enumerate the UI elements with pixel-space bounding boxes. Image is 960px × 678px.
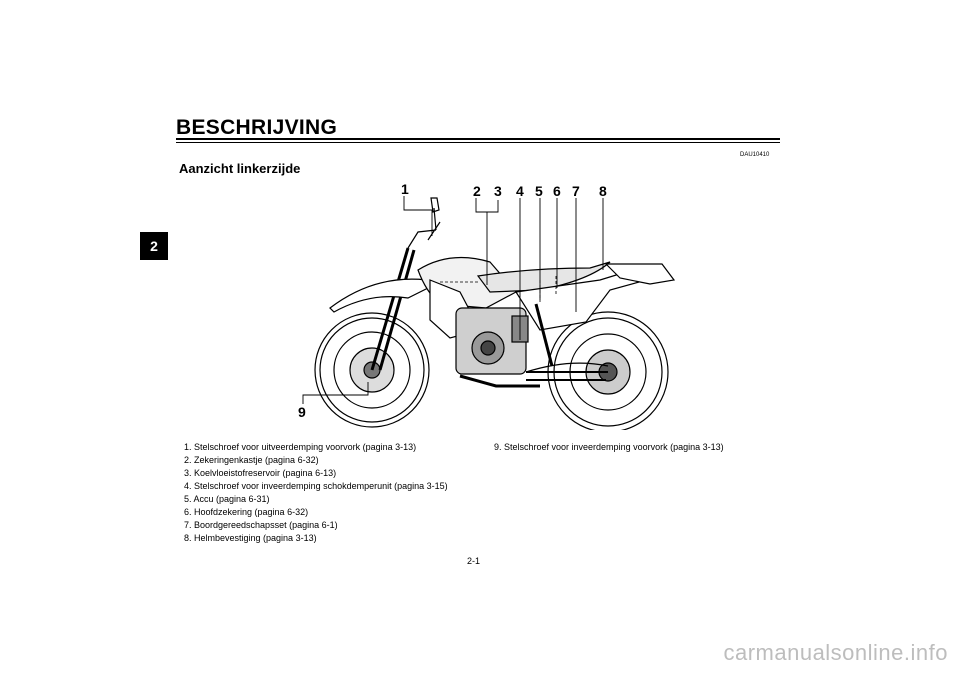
callout-2: 2 [473,183,481,199]
handlebar [407,221,441,249]
legend-left: 1. Stelschroef voor uitveerdemping voorv… [184,441,448,545]
legend-item: 1. Stelschroef voor uitveerdemping voorv… [184,442,417,452]
legend-item: 4. Stelschroef voor inveerdemping schokd… [184,481,448,491]
legend-item: 7. Boordgereedschapsset (pagina 6-1) [184,520,338,530]
title-rule-thin [176,142,780,143]
watermark: carmanualsonline.info [723,640,948,665]
section-code: DAU10410 [740,152,770,158]
rear-fender [604,263,676,285]
legend-item: 8. Helmbevestiging (pagina 3-13) [184,533,317,543]
legend-item: 6. Hoofdzekering (pagina 6-32) [184,507,309,517]
legend-item: 2. Zekeringenkastje (pagina 6-32) [184,455,319,465]
callout-8: 8 [599,183,607,199]
chapter-tab: 2 [140,232,168,260]
rear-shock [534,303,554,367]
swing-arm [526,371,608,381]
callout-5: 5 [535,183,543,199]
legend-item: 9. Stelschroef voor inveerdemping voorvo… [494,442,724,452]
legend-item: 3. Koelvloeistofreservoir (pagina 6-13) [184,468,337,478]
page-number: 2-1 [467,556,481,566]
legend-right: 9. Stelschroef voor inveerdemping voorvo… [494,441,724,454]
legend-item: 5. Accu (pagina 6-31) [184,494,270,504]
page-title: BESCHRIJVING [176,116,338,139]
callout-4: 4 [516,183,524,199]
motorcycle-illustration [314,197,676,430]
callout-9: 9 [298,404,306,420]
mirror [430,197,440,231]
title-rule-thick [176,138,780,140]
exhaust [459,374,540,388]
front-fork [370,247,416,371]
callout-6: 6 [553,183,561,199]
callout-1: 1 [401,181,409,197]
section-subtitle: Aanzicht linkerzijde [179,161,301,176]
chain-guard [525,362,609,373]
callout-7: 7 [572,183,580,199]
callout-3: 3 [494,183,502,199]
